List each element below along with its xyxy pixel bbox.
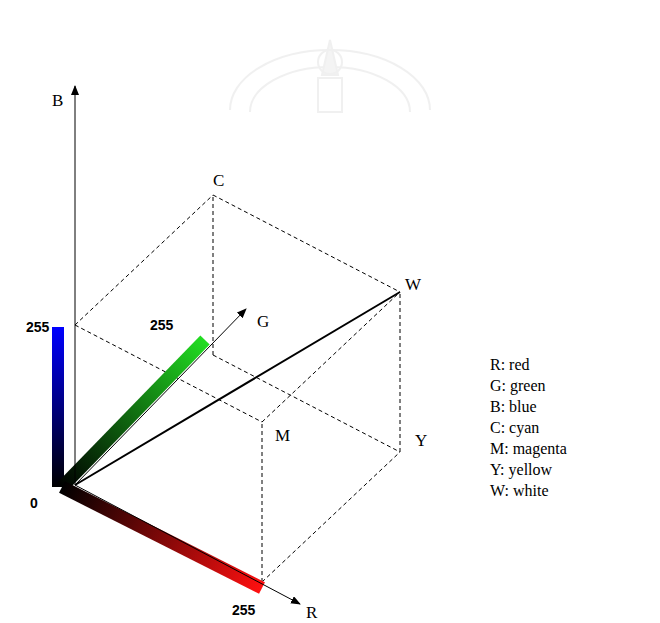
vertex-label: W xyxy=(405,276,421,293)
legend-entry: G: green xyxy=(490,378,546,394)
gray-diagonal xyxy=(75,292,400,485)
legend-entry: W: white xyxy=(490,483,549,499)
vertex-label: M xyxy=(275,427,290,444)
origin-value: 0 xyxy=(30,496,38,510)
vertex-label: C xyxy=(213,172,224,189)
blue-bar xyxy=(52,327,64,487)
watermark-emblem xyxy=(230,40,430,112)
legend-entry: C: cyan xyxy=(490,420,539,436)
axis-label: B xyxy=(52,92,63,109)
axis-max-value: 255 xyxy=(232,603,255,617)
legend-entry: Y: yellow xyxy=(490,462,552,478)
axis-label: G xyxy=(257,313,269,330)
vertex-label: Y xyxy=(415,432,427,449)
axis-label: R xyxy=(306,604,317,621)
red-bar xyxy=(62,487,262,588)
axis-max-value: 255 xyxy=(26,320,49,334)
axes xyxy=(75,86,300,604)
green-bar xyxy=(62,340,205,487)
legend-entry: B: blue xyxy=(490,399,537,415)
legend-entry: R: red xyxy=(490,357,530,373)
axis-max-value: 255 xyxy=(150,318,173,332)
legend-entry: M: magenta xyxy=(490,441,567,457)
